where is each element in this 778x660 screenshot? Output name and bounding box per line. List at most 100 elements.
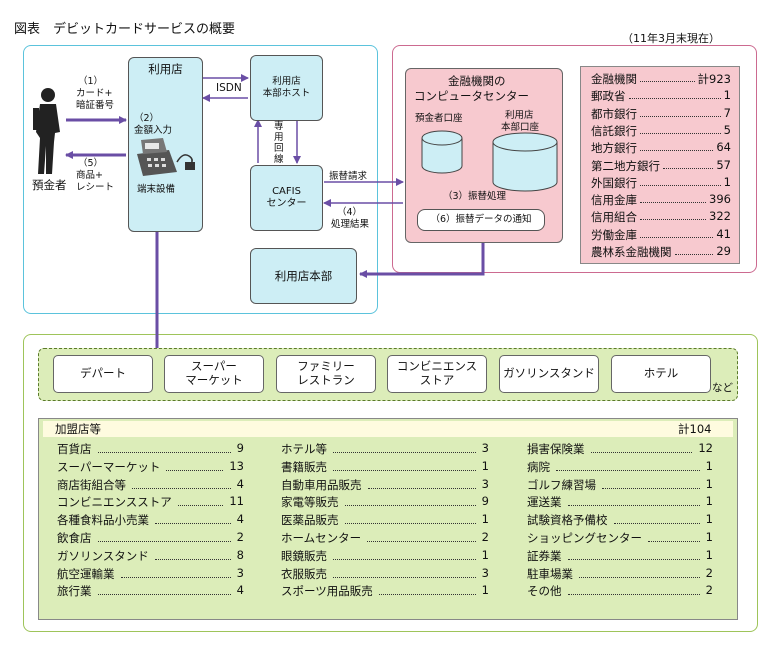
row-name: 信託銀行 (591, 123, 637, 138)
row-value: 9 (481, 494, 489, 509)
row-name: 運送業 (527, 495, 562, 510)
arrow-notification (359, 242, 485, 278)
store-type-box: スーパー マーケット (164, 355, 264, 393)
hq-account-label-1: 利用店 (505, 110, 534, 121)
leader-dots (567, 494, 700, 507)
leader-dots (344, 494, 476, 507)
row-name: スポーツ用品販売 (281, 584, 373, 599)
merchant-hq-label: 利用店本部 (274, 268, 333, 283)
row-name: 外国銀行 (591, 175, 637, 190)
leader-dots (628, 88, 721, 100)
leader-dots (640, 106, 721, 117)
row-value: 12 (698, 441, 713, 455)
row-name: 旅行業 (57, 584, 92, 599)
store-type-box: コンビニエンス ストア (387, 355, 487, 393)
row-value: 11 (229, 494, 244, 509)
leader-dots (177, 494, 224, 507)
leader-dots (640, 175, 721, 186)
row-name: 家電等販売 (281, 495, 339, 510)
leader-dots (154, 548, 231, 560)
step5-text2: レシート (76, 182, 115, 193)
leader-dots (602, 477, 700, 489)
merchant-list-total: 計104 (678, 422, 712, 436)
leader-dots (556, 459, 700, 471)
merchant-list-title: 加盟店等 (55, 422, 101, 436)
step4-label: （4） (337, 207, 363, 218)
row-name: 都市銀行 (591, 106, 637, 121)
step5-text: 商品+ (76, 170, 103, 181)
leader-dots (333, 459, 476, 471)
row-value: 2 (705, 583, 713, 598)
row-name: 郵政省 (591, 89, 626, 104)
row-name: 飲食店 (57, 531, 92, 545)
leader-dots (120, 566, 231, 578)
leader-dots (155, 512, 231, 525)
row-value: 29 (716, 244, 731, 258)
row-value: 1 (705, 547, 713, 562)
row-name: 地方銀行 (591, 141, 637, 156)
row-name: 労働金庫 (591, 227, 637, 242)
step1-label: （1） (78, 76, 104, 87)
leader-dots (97, 441, 231, 453)
institution-row: 信託銀行 5 (591, 123, 731, 139)
step4-text: 処理結果 (331, 219, 370, 230)
depositor-label: 預金者 (32, 178, 67, 192)
row-name: スーパーマーケット (57, 459, 161, 474)
cafis-label-1: CAFIS (272, 185, 301, 197)
merchant-row: 家電等販売 9 (281, 494, 489, 511)
row-value: 2 (236, 530, 244, 544)
leader-dots (613, 512, 700, 525)
bank-center-title-2: コンピュータセンター (414, 89, 529, 103)
merchant-row: 証券業 1 (527, 548, 713, 565)
row-name: 駐車場業 (527, 566, 573, 581)
row-name: 医薬品販売 (281, 513, 339, 528)
row-name: 信用組合 (591, 210, 637, 225)
leader-dots (333, 566, 476, 578)
step6-box: （6）振替データの通知 (417, 209, 545, 231)
leader-dots (640, 123, 721, 134)
row-name: 証券業 (527, 548, 562, 563)
leader-dots (367, 477, 476, 489)
row-value: 2 (481, 530, 489, 544)
row-value: 5 (723, 122, 731, 137)
step2-text: 金額入力 (134, 125, 173, 136)
row-value: 3 (481, 476, 489, 491)
row-value: 4 (236, 476, 244, 491)
store-etc-label: など (712, 382, 733, 394)
row-name: 試験資格予備校 (527, 513, 608, 528)
depositor-account-label: 預金者口座 (415, 113, 463, 124)
leader-dots (640, 209, 707, 221)
merchant-host-label-1: 利用店 (272, 76, 301, 88)
store-type-box: ファミリー レストラン (276, 355, 376, 393)
leader-dots (97, 530, 231, 542)
merchant-list-header (43, 421, 733, 437)
register-terminal-icon (137, 138, 195, 176)
leader-dots (648, 530, 700, 542)
row-value: 13 (229, 458, 244, 473)
leader-dots (567, 548, 700, 560)
row-name: 衣服販売 (281, 566, 327, 581)
terminal-label: 端末設備 (137, 184, 176, 195)
row-value: 7 (723, 105, 731, 120)
row-name: 百貨店 (57, 442, 92, 456)
row-value: 57 (716, 157, 731, 172)
row-name: 農林系金融機関 (591, 245, 672, 259)
dedicated-char: 回 (274, 142, 284, 154)
row-value: 1 (481, 458, 489, 473)
hq-account-label-2: 本部口座 (501, 122, 540, 133)
step3-label: （3）振替処理 (443, 191, 507, 202)
row-name: その他 (527, 584, 562, 599)
